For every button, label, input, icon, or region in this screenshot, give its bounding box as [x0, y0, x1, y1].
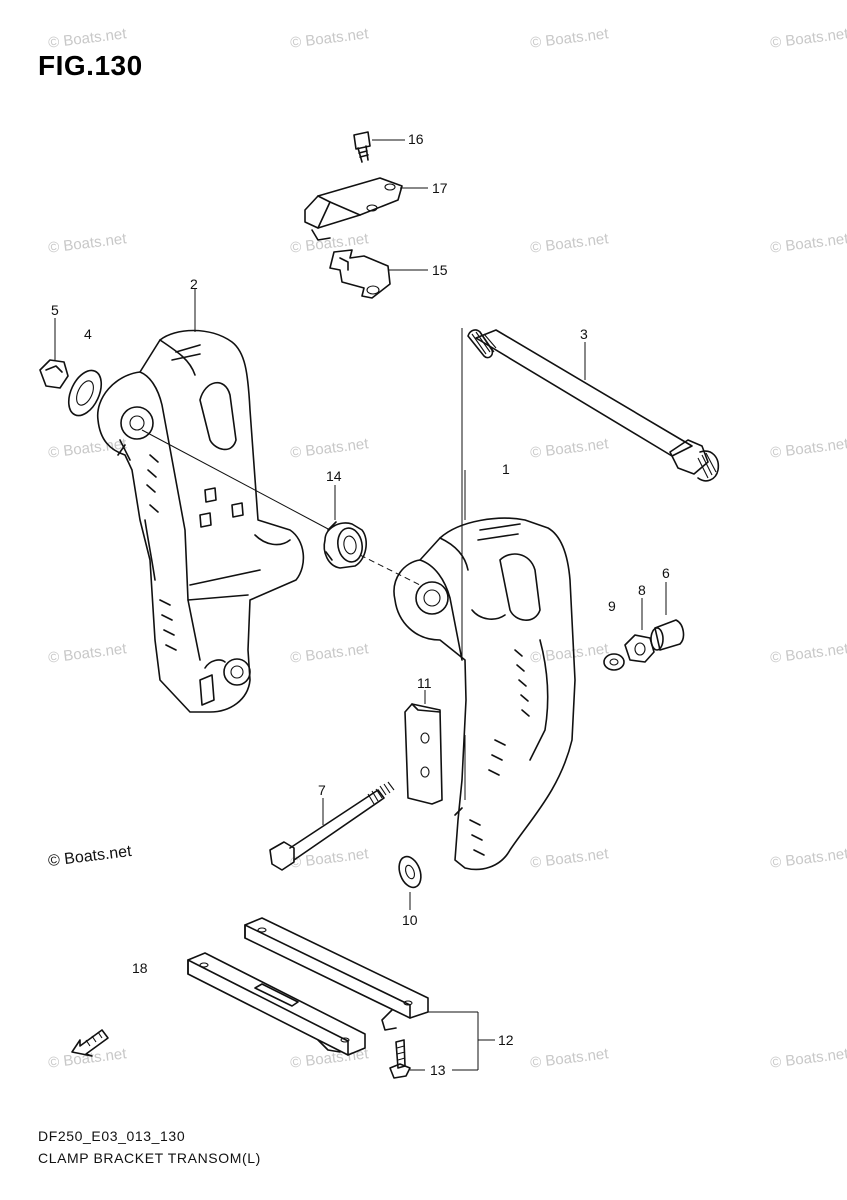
- callout-11: 11: [417, 675, 432, 691]
- part-1-clamp-bracket-right: [393, 470, 576, 871]
- part-6-collar: [650, 582, 685, 651]
- callout-3: 3: [580, 326, 588, 342]
- part-14-bushing: [323, 485, 367, 569]
- part-5-nut: [39, 318, 69, 389]
- figure-code: DF250_E03_013_130: [38, 1128, 186, 1144]
- part-11-spacer-plate: [404, 690, 443, 805]
- callout-14: 14: [326, 468, 342, 484]
- figure-description: CLAMP BRACKET TRANSOM(L): [38, 1150, 261, 1166]
- part-15-plate: [329, 249, 428, 299]
- callout-bracket-12-13: [428, 1011, 495, 1071]
- part-10-washer: [398, 855, 422, 910]
- callout-18: 18: [132, 960, 148, 976]
- part-2-clamp-bracket-left: [97, 288, 305, 713]
- callout-17: 17: [432, 180, 448, 196]
- part-9-washer: [603, 653, 625, 671]
- callout-5: 5: [51, 302, 59, 318]
- part-13-screw: [389, 1039, 425, 1079]
- part-18-transom-plate-upper: [244, 917, 429, 1031]
- callout-12: 12: [498, 1032, 514, 1048]
- callout-6: 6: [662, 565, 670, 581]
- callout-9: 9: [608, 598, 616, 614]
- part-8-nut: [624, 598, 655, 663]
- part-4-washer: [67, 369, 103, 417]
- part-18-transom-plate-lower: [187, 952, 366, 1056]
- callout-16: 16: [408, 131, 424, 147]
- callout-13: 13: [430, 1062, 446, 1078]
- part-7-bolt: [269, 781, 395, 871]
- figure-title: FIG.130: [38, 50, 143, 81]
- callout-7: 7: [318, 782, 326, 798]
- part-3-shaft: [461, 328, 720, 660]
- callout-2: 2: [190, 276, 198, 292]
- part-17-cover: [304, 177, 428, 241]
- callout-8: 8: [638, 582, 646, 598]
- part-16-bolt: [353, 131, 405, 163]
- callout-1: 1: [502, 461, 510, 477]
- callout-10: 10: [402, 912, 418, 928]
- callout-4: 4: [84, 326, 92, 342]
- callout-15: 15: [432, 262, 448, 278]
- fwd-arrow-icon: [71, 1029, 109, 1057]
